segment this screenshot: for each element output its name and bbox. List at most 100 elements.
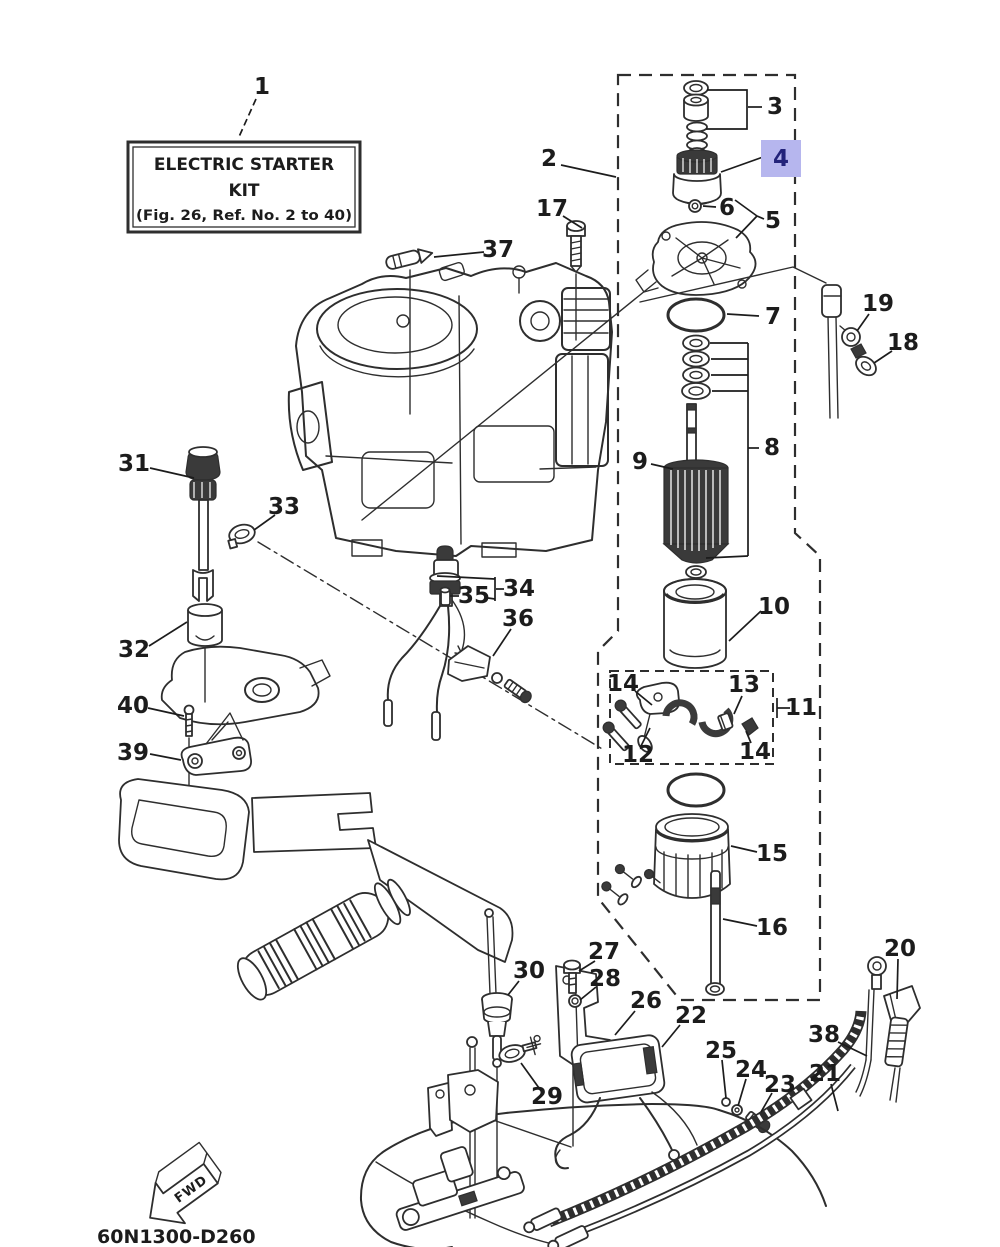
callout-number: 39	[117, 740, 149, 766]
callout-leader-line	[520, 1062, 540, 1089]
callout-15[interactable]: 15	[730, 841, 788, 867]
callout-5[interactable]: 5	[734, 199, 781, 239]
selected-part-highlight	[761, 140, 801, 177]
wire-30-drawing	[481, 908, 513, 1191]
callout-number: 7	[765, 304, 781, 330]
callout-number: 4	[773, 146, 789, 172]
stop-switch-34-drawing	[383, 545, 532, 741]
callout-12[interactable]: 12	[622, 727, 654, 768]
callout-8[interactable]: 8	[705, 342, 780, 559]
callout-20[interactable]: 20	[884, 936, 916, 1000]
callout-leader-line	[702, 205, 717, 208]
callout-number: 22	[675, 1003, 707, 1029]
callout-leader-line	[149, 467, 195, 479]
callout-31[interactable]: 31	[118, 451, 195, 479]
callout-number: 8	[764, 435, 780, 461]
callout-25[interactable]: 25	[705, 1038, 737, 1099]
callout-34[interactable]: 34	[436, 575, 535, 602]
callout-19[interactable]: 19	[856, 291, 894, 332]
washer-28-drawing	[568, 994, 582, 1008]
callout-leader-line	[149, 753, 182, 761]
callout-6[interactable]: 6	[702, 195, 735, 221]
callout-33[interactable]: 33	[253, 494, 300, 531]
callout-29[interactable]: 29	[520, 1062, 563, 1110]
callout-leader-line	[720, 156, 764, 173]
bolt-27-drawing	[563, 959, 581, 994]
callout-26[interactable]: 26	[614, 988, 662, 1036]
callout-23[interactable]: 23	[760, 1072, 796, 1113]
bottom-hardware-group	[481, 908, 771, 1191]
lever-39-drawing	[180, 712, 252, 776]
throttle-grip-drawing	[236, 878, 411, 1001]
callout-1[interactable]: 1	[237, 74, 270, 140]
callout-leader-line	[728, 610, 762, 642]
callout-35[interactable]: 35	[450, 583, 490, 609]
pinion-stopper-set-drawing	[683, 80, 709, 151]
callout-leader-line	[756, 215, 765, 220]
callout-leader-line	[578, 960, 596, 972]
callout-16[interactable]: 16	[722, 915, 788, 941]
callout-number: 30	[513, 958, 545, 984]
callout-bracket-line	[706, 89, 748, 130]
callout-leader-line	[650, 463, 674, 470]
callout-leader-line	[640, 727, 651, 747]
callout-leader-line	[722, 918, 758, 927]
callout-38[interactable]: 38	[808, 1022, 868, 1057]
callout-number: 31	[118, 451, 150, 477]
callout-3[interactable]: 3	[706, 89, 783, 130]
callout-number: 1	[254, 74, 270, 100]
diagram-code: 60N1300-D260	[97, 1226, 256, 1247]
callout-13[interactable]: 13	[728, 672, 760, 715]
oring-upper-drawing	[666, 297, 726, 333]
callout-number: 21	[809, 1061, 841, 1087]
callout-leader-line	[562, 215, 583, 229]
callout-37[interactable]: 37	[433, 237, 514, 263]
callout-18[interactable]: 18	[873, 330, 919, 364]
callout-9[interactable]: 9	[632, 449, 674, 475]
engine-drawing	[287, 261, 613, 558]
callout-40[interactable]: 40	[117, 693, 185, 719]
title-box: ELECTRIC STARTER KIT (Fig. 26, Ref. No. …	[126, 140, 362, 234]
callout-number: 23	[764, 1072, 796, 1098]
callout-7a[interactable]: 7	[726, 304, 781, 330]
callout-39[interactable]: 39	[117, 740, 182, 766]
callout-14b[interactable]: 14	[739, 730, 771, 765]
callout-24[interactable]: 24	[735, 1057, 767, 1107]
callout-28[interactable]: 28	[579, 966, 621, 1001]
callout-number: 18	[887, 330, 919, 356]
callout-32[interactable]: 32	[118, 621, 188, 663]
callout-leader-line	[856, 313, 870, 332]
bolt-17-drawing	[566, 220, 586, 341]
callout-leader-line	[148, 621, 188, 647]
callout-number: 35	[458, 583, 490, 609]
title-line3: (Fig. 26, Ref. No. 2 to 40)	[136, 208, 352, 224]
callout-17[interactable]: 17	[536, 196, 583, 229]
callout-4[interactable]: 4	[720, 140, 801, 177]
pinion-washer-drawing	[688, 199, 702, 213]
bracket-36-drawing	[447, 645, 532, 704]
callout-layer: 1234567891011121314141516171819202122232…	[117, 74, 919, 1113]
callout-number: 20	[884, 936, 916, 962]
callout-number: 40	[117, 693, 149, 719]
callout-2[interactable]: 2	[541, 146, 617, 178]
callout-36[interactable]: 36	[492, 606, 534, 657]
pin-37-drawing	[385, 248, 434, 415]
callout-10[interactable]: 10	[728, 594, 790, 642]
callout-30[interactable]: 30	[507, 958, 545, 996]
callout-leader-line	[614, 1010, 636, 1036]
callout-27[interactable]: 27	[578, 939, 620, 972]
callout-leader-line	[507, 980, 520, 996]
callout-number: 34	[503, 576, 535, 602]
washer-25-drawing	[721, 1097, 731, 1107]
wire-38-drawing	[855, 956, 887, 1097]
callout-14a[interactable]: 14	[607, 671, 653, 706]
callout-leader-line	[433, 251, 485, 258]
callout-21[interactable]: 21	[809, 1061, 841, 1112]
callout-bracket-line	[436, 575, 496, 580]
callout-leader-line	[634, 690, 653, 706]
armature-drawing	[662, 403, 730, 579]
callout-11[interactable]: 11	[776, 695, 817, 721]
washer-24-drawing	[731, 1104, 743, 1116]
title-line1: ELECTRIC STARTER	[154, 155, 334, 175]
callout-22[interactable]: 22	[661, 1003, 707, 1048]
